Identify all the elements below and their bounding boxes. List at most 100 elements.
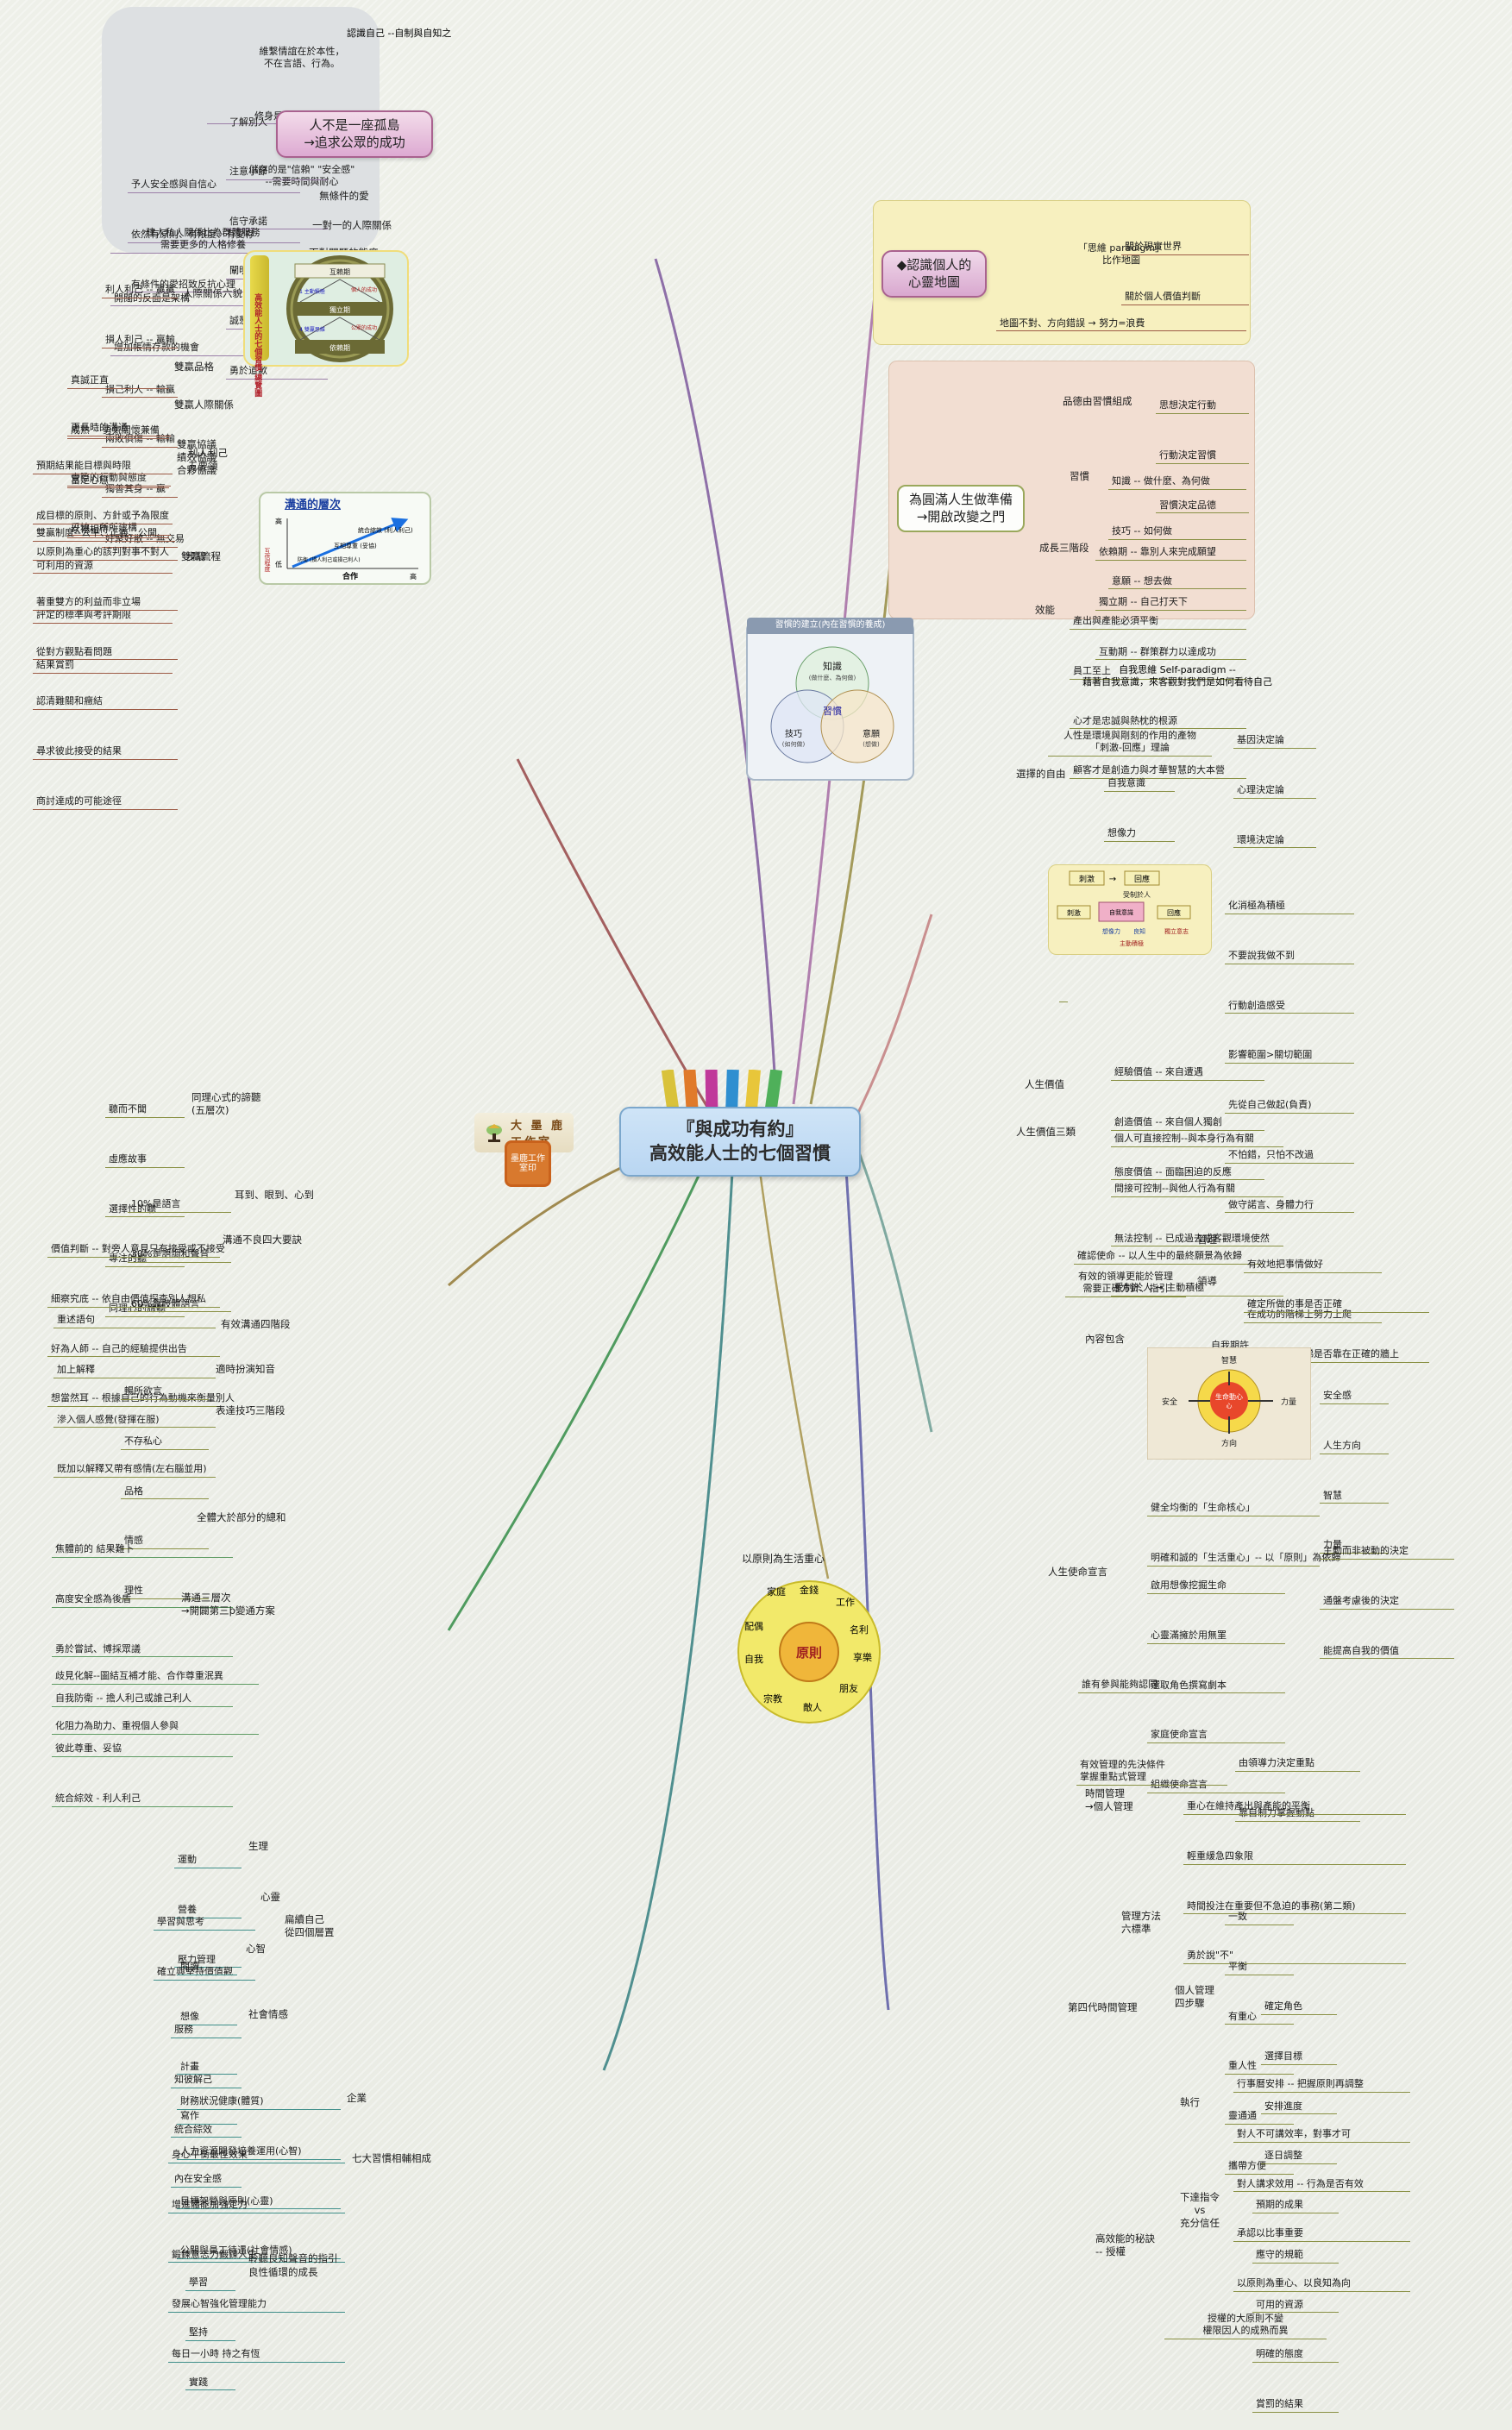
h4-process-label: 雙贏流程 bbox=[181, 550, 221, 562]
studio-logo-icon bbox=[486, 1124, 502, 1142]
habit-build-node[interactable]: 為圓滿人生做準備 →開啟改變之門 bbox=[897, 485, 1025, 532]
svg-text:金錢: 金錢 bbox=[800, 1584, 819, 1596]
habit-6-badge: 6 bbox=[9, 266, 35, 292]
h2-core-balance: 健全均衡的「生命核心」 明確和誠的「生活重心」-- 以「原則」為依歸 bbox=[1147, 1466, 1340, 1584]
h1-value-items: 經驗價值 -- 來自遭遇 創造價值 -- 來自個人獨創 態度價值 -- 面臨困迫… bbox=[1111, 1031, 1264, 1197]
habit-2-badge: 2 bbox=[9, 63, 35, 90]
h7-physical: 運動 營養 壓力管理 bbox=[174, 1818, 242, 1985]
svg-text:低: 低 bbox=[275, 560, 282, 568]
svg-text:防衛 (損人利己或損己利人): 防衛 (損人利己或損己利人) bbox=[298, 556, 361, 563]
center-title-line2: 高效能人士的七個習慣 bbox=[649, 1142, 831, 1165]
h1-arrow-label bbox=[1059, 964, 1069, 1020]
svg-text:原則: 原則 bbox=[796, 1645, 822, 1661]
venn-diagram: 知識 (做什麼、為何做) 習慣 技巧 (如何做) 意願 (想做) bbox=[770, 646, 894, 763]
svg-text:技巧: 技巧 bbox=[785, 728, 802, 739]
svg-text:回應: 回應 bbox=[1134, 874, 1150, 884]
svg-text:4 雙贏思維: 4 雙贏思維 bbox=[299, 326, 325, 333]
svg-text:工作: 工作 bbox=[836, 1597, 855, 1608]
habit-venn-title: 習慣的建立(內在習慣的養成) bbox=[747, 618, 913, 634]
svg-text:名利: 名利 bbox=[850, 1623, 869, 1636]
h3-precondition: 有效管理的先決條件 掌握重點式管理 bbox=[1076, 1724, 1227, 1803]
wheel-diagram: 互賴期 獨立期 依賴期 1 主動積極 個人的成功 4 雙贏思維 公眾的成功 bbox=[286, 255, 393, 362]
h7-mind-label: 心智 bbox=[246, 1943, 266, 1955]
h1-positive-items: 化消極為積極 不要說我做不到 行動創造感受 影響範圍>關切範圍 先從自己做起(負… bbox=[1225, 864, 1354, 1230]
h4-agreement: 預期結果能目標與時限 成目標的原則、方針或予為限度 可利用的資源 評定的標準與考… bbox=[33, 424, 173, 691]
h7-seven-label: 七大習慣相輔相成 bbox=[352, 2152, 431, 2164]
paradigm-map-sub: 關於現實世界 關於個人價值判斷 bbox=[1121, 205, 1249, 323]
h7-four-label: 扁續自己 從四個層置 bbox=[285, 1913, 335, 1938]
svg-text:自我意識: 自我意識 bbox=[1109, 908, 1133, 916]
h1-value3-label: 人生價值三類 bbox=[1016, 1126, 1076, 1138]
h3-time-label: 時間管理 →個人管理 bbox=[1085, 1787, 1133, 1812]
h7-guidance: 聆聽良知聲音的指引 良性循環的成長 bbox=[248, 2252, 338, 2279]
h5-express-label: 表達技巧三階段 bbox=[216, 1404, 285, 1416]
habit-5-badge: 5 bbox=[9, 215, 35, 242]
habit-build-g3: 產出與產能必須平衡 員工至上 心才是忠誠與熱枕的根源 顧客才是創造力與才華智慧的… bbox=[1070, 580, 1246, 796]
h3-method-items: 一致 平衡 有重心 重人性 靈通通 攜帶方便 bbox=[1225, 1875, 1294, 2192]
h3-command-label: 下達指令 vs 充分信任 bbox=[1180, 2191, 1220, 2229]
svg-text:刺激: 刺激 bbox=[1067, 908, 1081, 917]
svg-text:合作: 合作 bbox=[342, 571, 358, 581]
h4-steps-label: 步驟 bbox=[186, 550, 206, 562]
public-label-uncond-love: 無條件的愛 bbox=[319, 190, 369, 202]
habit-4-badge: 4 bbox=[9, 164, 35, 191]
h7-enterprise-label: 企業 bbox=[347, 2092, 367, 2104]
habit-build-g3-label: 效能 bbox=[1035, 604, 1055, 616]
habit-3-badge: 3 bbox=[9, 113, 35, 140]
svg-text:高: 高 bbox=[410, 572, 417, 581]
h2-mission-items: 啟用想像挖掘生命 心靈滿擁於用無罣 選取角色撰寫劇本 家庭使命宣言 組織使命宣言 bbox=[1147, 1544, 1285, 1811]
public-success-node[interactable]: 人不是一座孤島 →追求公眾的成功 bbox=[276, 110, 433, 158]
h7-physical-label: 生理 bbox=[248, 1840, 268, 1852]
stimulus-response-diagram: 刺激 → 回應 受制於人 刺激 自我意識 回應 想像力 良知 獨立意志 主動積極 bbox=[1057, 870, 1191, 947]
svg-text:想像力: 想像力 bbox=[1102, 927, 1120, 935]
habit-build-g0: 思想決定行動 行動決定習慣 習慣決定品德 bbox=[1156, 364, 1249, 531]
paradigm-node[interactable]: ◆認識個人的 心靈地圖 bbox=[881, 250, 987, 298]
h2-mission-label: 人生使命宣言 bbox=[1048, 1566, 1107, 1578]
h4-system: 雙贏制度--公平、正義、公開 bbox=[33, 492, 175, 559]
h2-manage-label: 管理 bbox=[1197, 1234, 1217, 1246]
h5-empathy-extra: 適時扮演知音 bbox=[216, 1363, 275, 1375]
habit-1-badge: 1 bbox=[9, 12, 35, 39]
h7-mind: 閱讀 想像 計畫 寫作 bbox=[177, 1925, 237, 2142]
habit-build-g1: 知識 -- 做什麼、為何做 技巧 -- 如何做 意願 -- 想去做 bbox=[1108, 440, 1246, 606]
h4-five-label: 利人利己 五要領 bbox=[188, 447, 228, 472]
h6-three-levels: 溝通三層次 →開闢第三þ變通方案 bbox=[181, 1592, 275, 1617]
svg-text:1 主動積極: 1 主動積極 bbox=[299, 288, 325, 295]
svg-text:(做什麼、為何做): (做什麼、為何做) bbox=[809, 674, 856, 681]
svg-text:受制於人: 受制於人 bbox=[1123, 890, 1151, 899]
h4-six-views-label: 人際關係六貌 bbox=[183, 287, 242, 299]
center-title-node[interactable]: 『與成功有約』 高效能人士的七個習慣 bbox=[619, 1107, 861, 1177]
h3-exec-label: 執行 bbox=[1180, 2096, 1200, 2108]
svg-text:家庭: 家庭 bbox=[767, 1585, 786, 1598]
h5-four-steps: 重述語句 加上解釋 滲入個人感覺(發揮在服) 既加以解釋又帶有感情(左右腦並用) bbox=[53, 1278, 216, 1495]
svg-text:安全: 安全 bbox=[1162, 1397, 1177, 1407]
h4-relations-label: 雙贏人際關係 bbox=[174, 399, 234, 411]
h5-levels-label: 同理心式的諦聽 (五層次) bbox=[191, 1091, 261, 1116]
h7-spirit: 學習與思考 確立與堅持價值觀 bbox=[154, 1881, 255, 1998]
h3-method-label: 管理方法 六標準 bbox=[1121, 1910, 1161, 1935]
svg-text:方向: 方向 bbox=[1221, 1438, 1237, 1448]
life-core-diagram: 生命動心 心 智慧 方向 安全 力量 bbox=[1147, 1347, 1311, 1460]
principle-circle-label: 以原則為生活重心 bbox=[742, 1553, 825, 1565]
h1-freedom-label: 選擇的自由 bbox=[1016, 768, 1066, 780]
h5-express: 暢所欲言 不存私心 品格 情感 理性 bbox=[121, 1350, 209, 1617]
h7-social-label: 社會情感 bbox=[248, 2008, 288, 2020]
svg-text:宗教: 宗教 bbox=[763, 1692, 782, 1705]
h5-pct-label: 耳到、眼到、心到 bbox=[235, 1189, 314, 1201]
h5-listen-levels: 聽而不聞 虛應故事 選擇性的聽 專注的聽 同理心的諦聽 bbox=[105, 1068, 185, 1334]
svg-text:生命動心: 生命動心 bbox=[1215, 1392, 1243, 1401]
h2-agree: 誰有參與能夠認同 bbox=[1078, 1643, 1199, 1711]
h6-resolve: 歧見化解--圖結互補才能、合作尊重泯異 化阻力為助力、重視個人參與 bbox=[52, 1635, 259, 1752]
svg-text:獨立意志: 獨立意志 bbox=[1164, 927, 1189, 935]
h3-precondition-sub: 由領導力決定重點 靠自制力掌握動點 bbox=[1235, 1722, 1360, 1839]
h2-lead: 有效的領導更能於管理 需要正確方針、指引 bbox=[1065, 1235, 1186, 1315]
h6-total: 全體大於部分的總和 bbox=[197, 1511, 286, 1523]
svg-text:配偶: 配偶 bbox=[744, 1621, 763, 1632]
h2-mission: 確認使命 -- 以人生中的最終願景為依歸 bbox=[1074, 1215, 1262, 1282]
svg-text:個人的成功: 個人的成功 bbox=[351, 286, 377, 293]
h1-value-label: 人生價值 bbox=[1025, 1078, 1064, 1090]
svg-text:獨立期: 獨立期 bbox=[329, 305, 350, 314]
wheel-caption: 高效能人士的七個習慣 總覽圖 bbox=[250, 255, 269, 397]
center-title-line1: 『與成功有約』 bbox=[676, 1118, 804, 1140]
svg-text:(想做): (想做) bbox=[863, 740, 880, 748]
